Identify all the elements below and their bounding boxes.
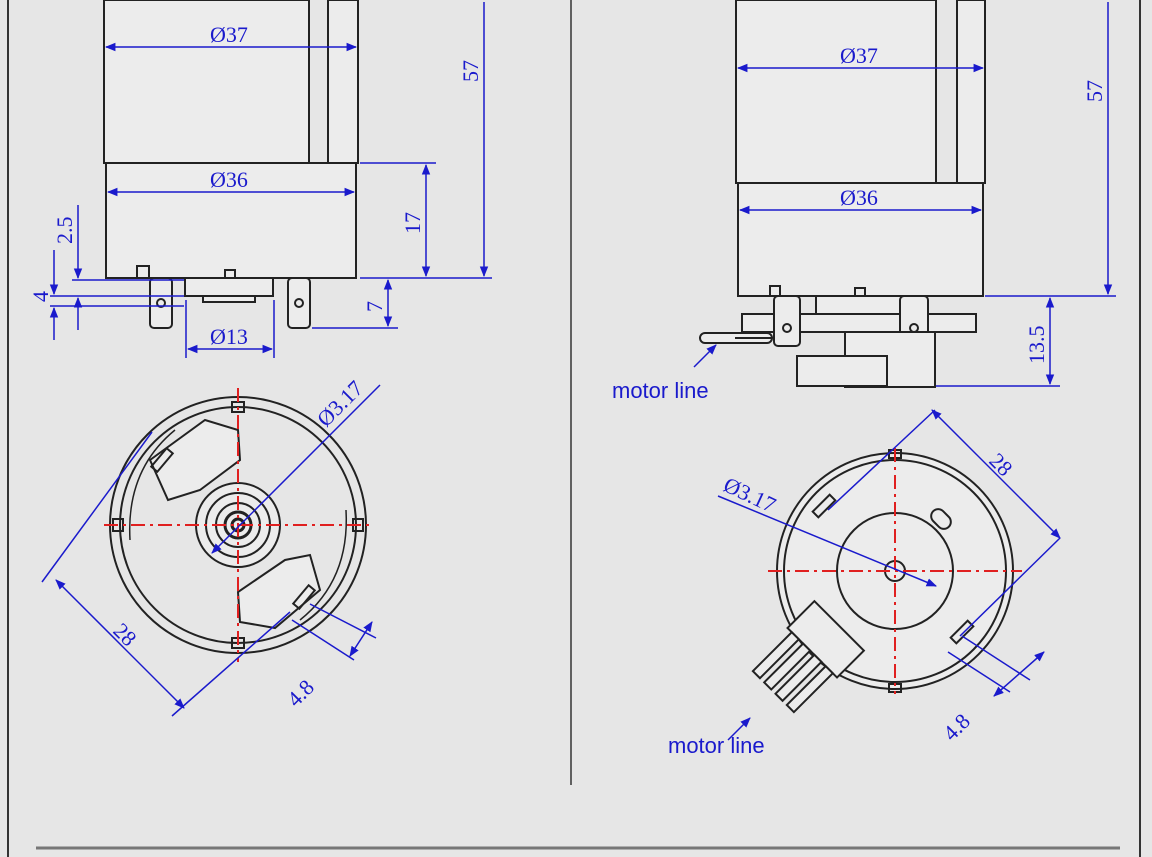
- right-side-view: [699, 0, 986, 388]
- dim-h7: 7: [362, 301, 387, 312]
- dim-h17: 17: [400, 212, 425, 234]
- right-bottom-view: [751, 449, 1014, 714]
- dim-d37-left: Ø37: [210, 22, 248, 47]
- dimension-lines: [41, 2, 1116, 741]
- dim-d3-17-right: Ø3.17: [720, 472, 780, 518]
- dim-d13: Ø13: [210, 324, 248, 349]
- dim-d36-right: Ø36: [840, 185, 878, 210]
- drawing-frame: [7, 0, 1141, 857]
- dim-d37-right: Ø37: [840, 43, 878, 68]
- dim-h57-right: 57: [1082, 80, 1107, 102]
- right-bottom-centerlines: [768, 448, 1022, 694]
- motor-line-label-bottom: motor line: [668, 733, 765, 758]
- dim-d3-17-left: Ø3.17: [312, 375, 368, 431]
- dim-d4-8-right: 4.8: [938, 708, 975, 745]
- dim-h13-5: 13.5: [1024, 326, 1049, 365]
- dim-d36-left: Ø36: [210, 167, 248, 192]
- dim-h4: 4: [28, 291, 53, 302]
- dim-h2-5: 2.5: [52, 217, 77, 245]
- dim-d4-8-left: 4.8: [282, 674, 319, 711]
- dim-h57-left: 57: [458, 60, 483, 82]
- dim-d28-right: 28: [984, 448, 1017, 481]
- dim-d28-left: 28: [108, 618, 141, 651]
- motor-line-label-top: motor line: [612, 378, 709, 403]
- left-side-view: [103, 0, 359, 329]
